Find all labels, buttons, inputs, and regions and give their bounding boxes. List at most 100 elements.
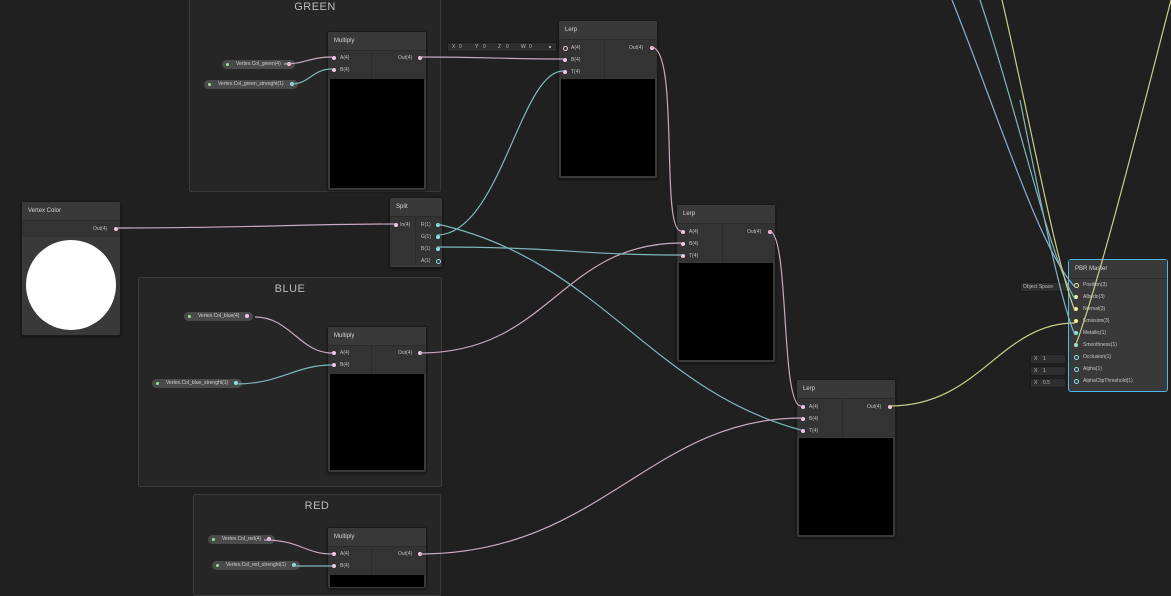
node-multiply-blue[interactable]: Multiply A(4) B(4) Out(4) <box>327 326 427 473</box>
node-preview <box>799 438 893 535</box>
property-dot <box>188 315 191 318</box>
object-space-label: Object Space <box>1023 284 1054 290</box>
input-port-in[interactable] <box>394 223 398 227</box>
alpha-clip-input[interactable]: X 0.5 <box>1030 378 1066 388</box>
input-port-b[interactable] <box>681 242 685 246</box>
input-port-b[interactable] <box>332 564 336 568</box>
port-label: Alpha(1) <box>1083 366 1102 372</box>
property-blue[interactable]: Vertex.Col_blue(4) <box>184 312 254 321</box>
node-multiply-red[interactable]: Multiply A(4) B(4) Out(4) <box>327 527 427 589</box>
port-label: Smoothness(1) <box>1083 342 1117 348</box>
input-port-a[interactable] <box>801 405 805 409</box>
node-title: Lerp <box>677 205 775 224</box>
wire-green-mul-lerp <box>419 56 564 60</box>
occlusion-value[interactable]: 1 <box>1043 356 1046 362</box>
output-port[interactable] <box>245 314 250 318</box>
property-green[interactable]: Vertex.Col_green(4) <box>222 60 295 69</box>
output-port[interactable] <box>418 351 422 355</box>
port-label: Occlusion(1) <box>1083 354 1112 360</box>
node-title: Lerp <box>797 380 895 399</box>
node-preview <box>561 79 655 176</box>
output-port[interactable] <box>650 46 654 50</box>
object-space-dropdown[interactable]: Object Space <box>1020 282 1069 292</box>
property-dot <box>156 382 159 385</box>
output-port-r[interactable] <box>436 223 440 227</box>
node-vertex-color[interactable]: Vertex Color Out(4) <box>21 201 121 336</box>
alpha-port[interactable] <box>1074 367 1079 372</box>
output-port[interactable] <box>888 405 892 409</box>
normal-port[interactable] <box>1074 307 1078 311</box>
port-label: Albedo(3) <box>1083 294 1105 300</box>
output-port[interactable] <box>234 381 239 385</box>
input-port-b[interactable] <box>332 363 336 367</box>
output-port[interactable] <box>292 563 297 567</box>
output-port-a[interactable] <box>436 259 441 264</box>
property-label: Vertex.Col_green_strenght(1) <box>218 81 284 87</box>
metallic-port[interactable] <box>1074 331 1078 335</box>
occlusion-input[interactable]: X 1 <box>1030 354 1066 364</box>
emission-port[interactable] <box>1074 319 1078 323</box>
output-port-b[interactable] <box>436 247 440 251</box>
property-red[interactable]: Vertex.Col_red(4) <box>208 535 276 544</box>
input-port-a[interactable] <box>332 552 336 556</box>
port-label: Emission(3) <box>1083 318 1110 324</box>
input-port-b[interactable] <box>332 68 336 72</box>
input-port-a[interactable] <box>332 351 336 355</box>
occlusion-axis-label: X <box>1034 356 1038 362</box>
lerp-vector-field[interactable]: X 0 Y 0 Z 0 W 0 <box>447 42 557 52</box>
wire-split-b-lerp2 <box>436 246 682 256</box>
output-port[interactable] <box>418 56 422 60</box>
output-port[interactable] <box>768 230 772 234</box>
port-label: B(1) <box>421 246 431 252</box>
node-lerp-3[interactable]: Lerp A(4) B(4) T(4) Out(4) <box>796 379 896 538</box>
w-label: W <box>521 44 526 50</box>
input-port-b[interactable] <box>563 58 567 62</box>
input-port-b[interactable] <box>801 417 805 421</box>
node-pbr-master[interactable]: PBR Master Position(3) Albedo(3) Normal(… <box>1068 259 1168 392</box>
z-value[interactable]: 0 <box>506 44 509 50</box>
property-blue-strength[interactable]: Vertex.Col_blue_strenght(1) <box>152 379 243 388</box>
albedo-port[interactable] <box>1074 295 1078 299</box>
node-lerp-1[interactable]: Lerp A(4) B(4) T(4) Out(4) <box>558 20 658 179</box>
alpha-value[interactable]: 1 <box>1043 368 1046 374</box>
node-title: Multiply <box>328 32 426 51</box>
property-green-strength[interactable]: Vertex.Col_green_strenght(1) <box>204 80 298 89</box>
port-label: Metallic(1) <box>1083 330 1107 336</box>
output-port[interactable] <box>418 552 422 556</box>
port-label: Out(4) <box>629 45 644 51</box>
port-label: B(4) <box>340 563 350 569</box>
output-port[interactable] <box>286 62 291 66</box>
input-port-a[interactable] <box>563 46 568 51</box>
output-port-g[interactable] <box>436 235 440 239</box>
position-port[interactable] <box>1074 283 1079 288</box>
input-port-a[interactable] <box>681 230 685 234</box>
input-port-t[interactable] <box>681 254 685 258</box>
wire-vertex-split <box>115 223 396 229</box>
input-port-a[interactable] <box>332 56 336 60</box>
node-split[interactable]: Split In(4) R(1) G(1) B(1) A(1) <box>389 197 443 268</box>
occlusion-port[interactable] <box>1074 355 1079 360</box>
alpha-input[interactable]: X 1 <box>1030 366 1066 376</box>
output-port[interactable] <box>114 227 118 231</box>
clip-value[interactable]: 0.5 <box>1043 380 1050 386</box>
port-label: Position(3) <box>1083 282 1107 288</box>
output-port[interactable] <box>289 82 294 86</box>
alpha-clip-port[interactable] <box>1074 379 1079 384</box>
vertex-color-preview <box>26 240 116 330</box>
smoothness-port[interactable] <box>1074 343 1078 347</box>
output-port[interactable] <box>267 537 272 541</box>
port-label: A(4) <box>340 551 350 557</box>
w-value[interactable]: 0 <box>529 44 532 50</box>
x-value[interactable]: 0 <box>459 44 462 50</box>
port-label: G(1) <box>421 234 431 240</box>
field-connector-dot <box>549 46 551 48</box>
property-red-strength[interactable]: Vertex.Col_red_strenght(1) <box>212 561 301 570</box>
node-multiply-green[interactable]: Multiply A(4) B(4) Out(4) <box>327 31 427 191</box>
property-label: Vertex.Col_blue_strenght(1) <box>166 380 229 386</box>
input-port-t[interactable] <box>563 70 567 74</box>
input-port-t[interactable] <box>801 429 805 433</box>
group-title-blue: BLUE <box>274 283 306 295</box>
port-label: Out(4) <box>747 229 762 235</box>
y-value[interactable]: 0 <box>483 44 486 50</box>
node-lerp-2[interactable]: Lerp A(4) B(4) T(4) Out(4) <box>676 204 776 363</box>
